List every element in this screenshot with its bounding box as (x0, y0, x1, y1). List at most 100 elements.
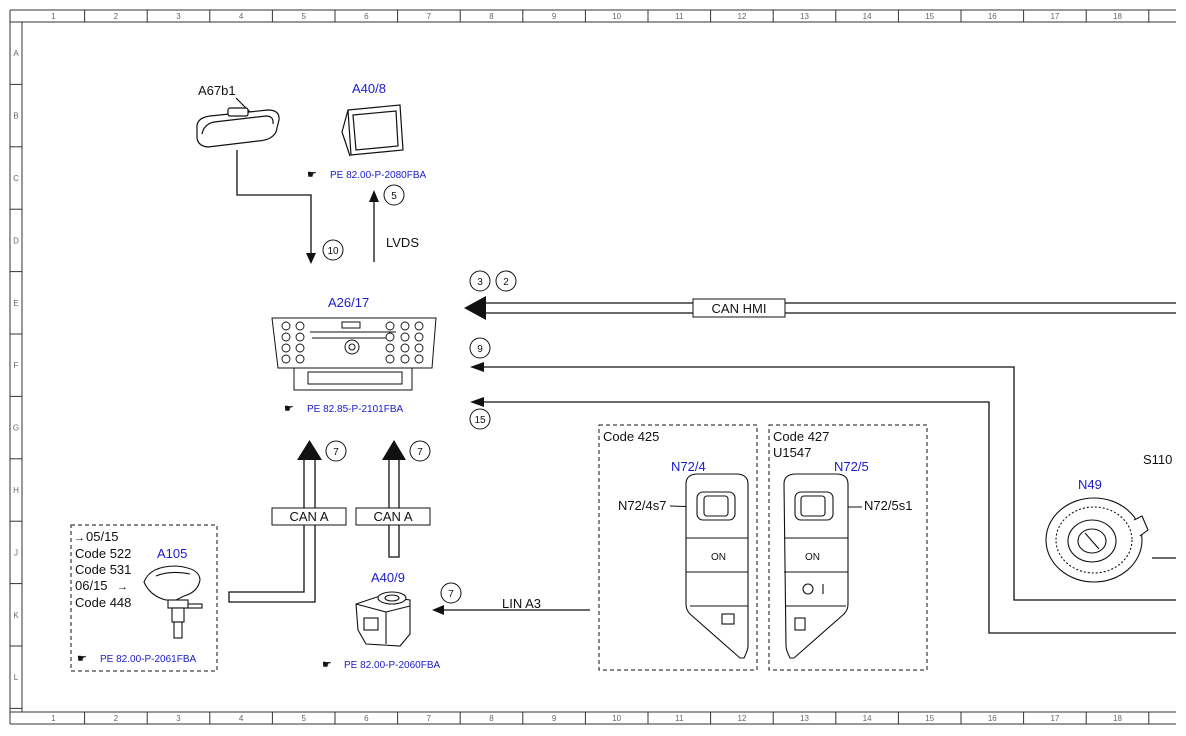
markers (322, 184, 517, 604)
wire-9 (484, 366, 1176, 601)
n49-label: N49 (1078, 477, 1102, 492)
a105-line-2: Code 531 (75, 562, 131, 577)
a40-9-label: A40/9 (371, 570, 405, 585)
head-unit-button (400, 343, 410, 353)
marker-9: 9 (477, 344, 483, 355)
arrow-15-left (470, 397, 484, 407)
a26-17-label: A26/17 (328, 295, 369, 310)
column-label: 12 (737, 12, 746, 21)
a26-17-ref: ☛ PE 82.85-P-2101FBA (284, 403, 403, 415)
n72-4-label: N72/4 (671, 459, 706, 474)
can-hmi-label: CAN HMI (712, 301, 767, 316)
hand-pointer-icon: ☛ (77, 653, 87, 665)
arrow-can-hmi-left (464, 296, 486, 320)
column-label: 12 (737, 714, 746, 723)
head-unit-icon (271, 317, 437, 391)
a105-line-3: 06/15 (75, 578, 108, 593)
column-label: 2 (114, 12, 119, 21)
column-label: 3 (176, 12, 181, 21)
row-label: G (13, 424, 19, 433)
column-ticks (84, 10, 1150, 724)
head-unit-button (295, 354, 305, 364)
hand-pointer-icon: ☛ (284, 403, 294, 415)
n72-5-label: N72/5 (834, 459, 869, 474)
arrow-can-a-left-up (297, 440, 322, 460)
column-label: 9 (552, 12, 557, 21)
marker-7-lin: 7 (448, 589, 454, 600)
column-label: 7 (427, 714, 432, 723)
head-unit-button (281, 343, 291, 353)
head-unit-button (295, 343, 305, 353)
code-427-box (768, 424, 928, 671)
arrowheads (297, 190, 486, 615)
head-unit-button (385, 332, 395, 342)
lvds-label: LVDS (386, 235, 419, 250)
head-unit-button (414, 343, 424, 353)
marker-10: 10 (327, 246, 339, 257)
a105-box-lines: → 05/15 Code 522 Code 531 06/15 → Code 4… (74, 529, 131, 610)
n72-5s1-label: N72/5s1 (864, 498, 912, 513)
row-label: D (13, 236, 19, 245)
wire-mirror-to-headunit (236, 150, 312, 255)
column-label: 13 (800, 12, 809, 21)
column-label: 8 (489, 12, 494, 21)
row-label: J (14, 548, 18, 557)
n72-5-on-label: ON (805, 552, 820, 563)
column-label: 3 (176, 714, 181, 723)
head-unit-button (295, 332, 305, 342)
marker-15: 15 (474, 415, 486, 426)
head-unit-button (414, 354, 424, 364)
lin-a3-label: LIN A3 (502, 596, 541, 611)
marker-numbers: 10 5 3 2 9 15 7 7 7 (327, 191, 509, 600)
hand-pointer-icon: ☛ (307, 169, 317, 181)
arrow-right-icon: → (117, 581, 128, 593)
column-label: 9 (552, 714, 557, 723)
arrow-can-a-right-up (382, 440, 406, 460)
head-unit-button (281, 321, 291, 331)
hand-pointer-icon: ☛ (322, 659, 332, 671)
gear-selector-icon (143, 565, 203, 639)
column-label: 7 (427, 12, 432, 21)
column-label: 5 (301, 12, 306, 21)
marker-3: 3 (477, 277, 483, 288)
head-unit-button (385, 343, 395, 353)
column-label: 15 (925, 12, 934, 21)
head-unit-button (295, 321, 305, 331)
row-label: F (14, 361, 19, 370)
head-unit-button (281, 332, 291, 342)
column-label: 10 (612, 12, 621, 21)
column-label: 4 (239, 12, 244, 21)
column-label: 14 (863, 12, 872, 21)
row-label: H (13, 486, 19, 495)
column-label: 1 (51, 714, 56, 723)
a105-label: A105 (157, 546, 187, 561)
switch-panel-icon (685, 473, 749, 659)
arrow-right-icon: → (74, 532, 85, 544)
head-unit-button (400, 321, 410, 331)
steering-angle-sensor-icon (1045, 497, 1149, 583)
column-label: 11 (675, 12, 684, 21)
a105-ref-text: PE 82.00-P-2061FBA (100, 654, 196, 665)
row-label: A (13, 49, 19, 58)
column-label: 17 (1050, 12, 1059, 21)
a105-box (70, 524, 218, 672)
s110-label: S110 (1143, 452, 1172, 467)
arrow-lvds-up (369, 190, 379, 202)
code-427-line2: U1547 (773, 445, 811, 460)
code-427-title: Code 427 (773, 429, 829, 444)
a40-9-ref-text: PE 82.00-P-2060FBA (344, 660, 440, 671)
column-label: 17 (1050, 714, 1059, 723)
a105-line-0: 05/15 (86, 529, 119, 544)
switch-panel-icon (783, 473, 849, 659)
wire-15 (484, 401, 1176, 634)
row-label: C (13, 174, 19, 183)
head-unit-button (281, 354, 291, 364)
column-label: 6 (364, 714, 369, 723)
code-425-title: Code 425 (603, 429, 659, 444)
arrow-10-down (306, 253, 316, 264)
column-label: 11 (675, 714, 684, 723)
wire-can-a-left-outer (228, 460, 316, 603)
a40-8-label: A40/8 (352, 81, 386, 96)
head-unit-button (400, 332, 410, 342)
